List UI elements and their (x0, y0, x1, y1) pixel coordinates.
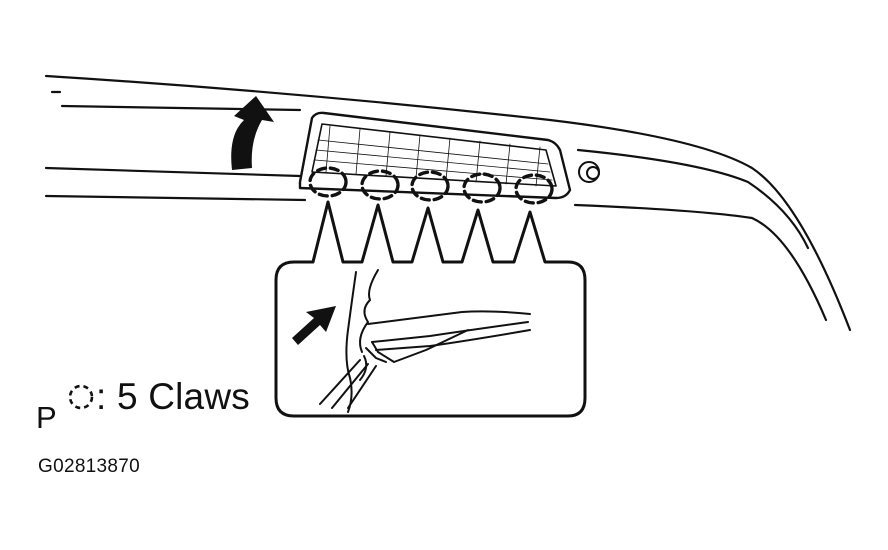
claws-legend: : 5 Claws (66, 372, 250, 422)
view-letter: P (36, 400, 57, 435)
claw-marker-3 (410, 170, 450, 202)
body-panel-outline (44, 74, 852, 332)
curved-arrow-icon (231, 96, 274, 170)
detail-view (319, 269, 531, 413)
claw-marker-4 (462, 172, 502, 204)
detail-callout-box (274, 200, 587, 418)
lamp-lens-pattern (314, 125, 553, 187)
dashed-circle-icon (68, 384, 94, 410)
legend-text: : 5 Claws (96, 376, 250, 417)
claw-markers (308, 166, 554, 205)
mounting-hole (578, 161, 600, 183)
push-arrow-icon (292, 306, 336, 345)
stop-lamp-housing (298, 111, 572, 200)
figure-code: G02813870 (38, 456, 141, 477)
claw-marker-2 (360, 169, 400, 201)
claw-marker-1 (308, 166, 348, 198)
claw-marker-5 (514, 173, 554, 205)
